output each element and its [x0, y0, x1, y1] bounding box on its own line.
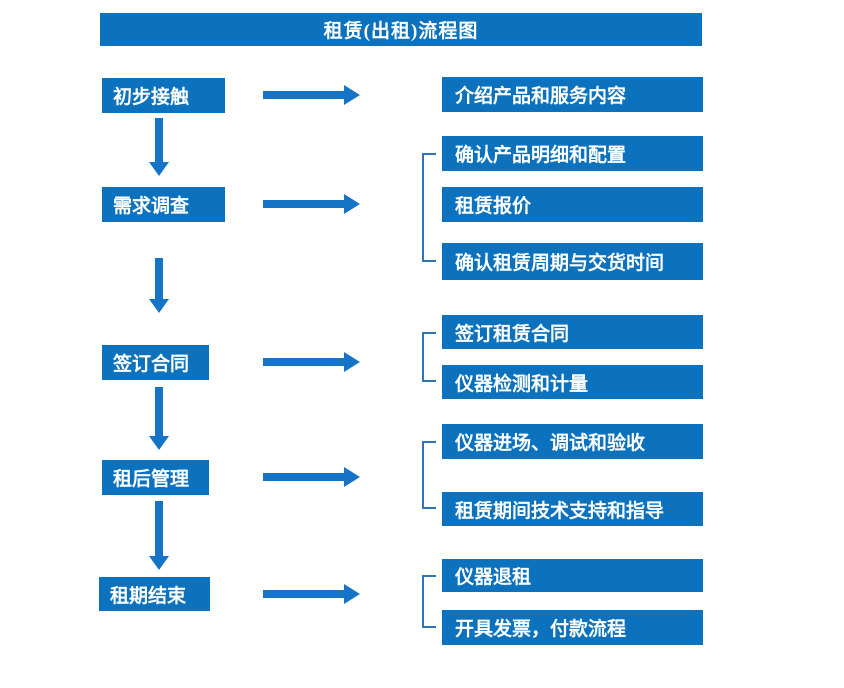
step-box-sign-contract: 签订合同	[102, 345, 209, 380]
item-box: 确认租赁周期与交货时间	[442, 243, 703, 280]
arrow-right-icon	[263, 85, 360, 105]
arrow-shaft	[263, 473, 345, 481]
item-box: 介绍产品和服务内容	[442, 77, 703, 112]
arrow-shaft	[155, 501, 163, 557]
arrow-shaft	[155, 387, 163, 437]
arrow-shaft	[155, 118, 163, 163]
item-box: 仪器退租	[442, 559, 703, 592]
step-box-post-rental-management: 租后管理	[102, 460, 209, 495]
group-bracket	[422, 441, 436, 509]
step-box-demand-survey: 需求调查	[102, 187, 225, 222]
group-bracket	[422, 153, 436, 262]
arrow-head	[149, 299, 169, 313]
step-box-lease-end: 租期结束	[99, 577, 210, 611]
item-box: 仪器进场、调试和验收	[442, 424, 703, 459]
arrow-head	[149, 436, 169, 450]
arrow-head	[344, 352, 360, 372]
arrow-down-icon	[149, 258, 169, 313]
arrow-right-icon	[263, 352, 360, 372]
arrow-shaft	[263, 200, 345, 208]
arrow-down-icon	[149, 118, 169, 176]
arrow-head	[344, 85, 360, 105]
step-box-initial-contact: 初步接触	[102, 78, 225, 113]
arrow-shaft	[263, 91, 345, 99]
arrow-right-icon	[263, 194, 360, 214]
item-box: 租赁报价	[442, 187, 703, 222]
arrow-head	[344, 194, 360, 214]
arrow-shaft	[155, 258, 163, 300]
arrow-right-icon	[263, 467, 360, 487]
item-box: 租赁期间技术支持和指导	[442, 492, 703, 526]
flowchart-title: 租赁(出租)流程图	[100, 13, 702, 46]
arrow-head	[344, 467, 360, 487]
group-bracket	[422, 332, 436, 382]
arrow-right-icon	[263, 584, 360, 604]
arrow-head	[149, 162, 169, 176]
item-box: 确认产品明细和配置	[442, 136, 703, 171]
arrow-head	[149, 556, 169, 570]
arrow-shaft	[263, 590, 345, 598]
item-box: 签订租赁合同	[442, 315, 703, 349]
arrow-down-icon	[149, 387, 169, 450]
item-box: 开具发票，付款流程	[442, 610, 703, 645]
group-bracket	[422, 575, 436, 628]
arrow-head	[344, 584, 360, 604]
arrow-down-icon	[149, 501, 169, 570]
arrow-shaft	[263, 358, 345, 366]
item-box: 仪器检测和计量	[442, 365, 703, 399]
